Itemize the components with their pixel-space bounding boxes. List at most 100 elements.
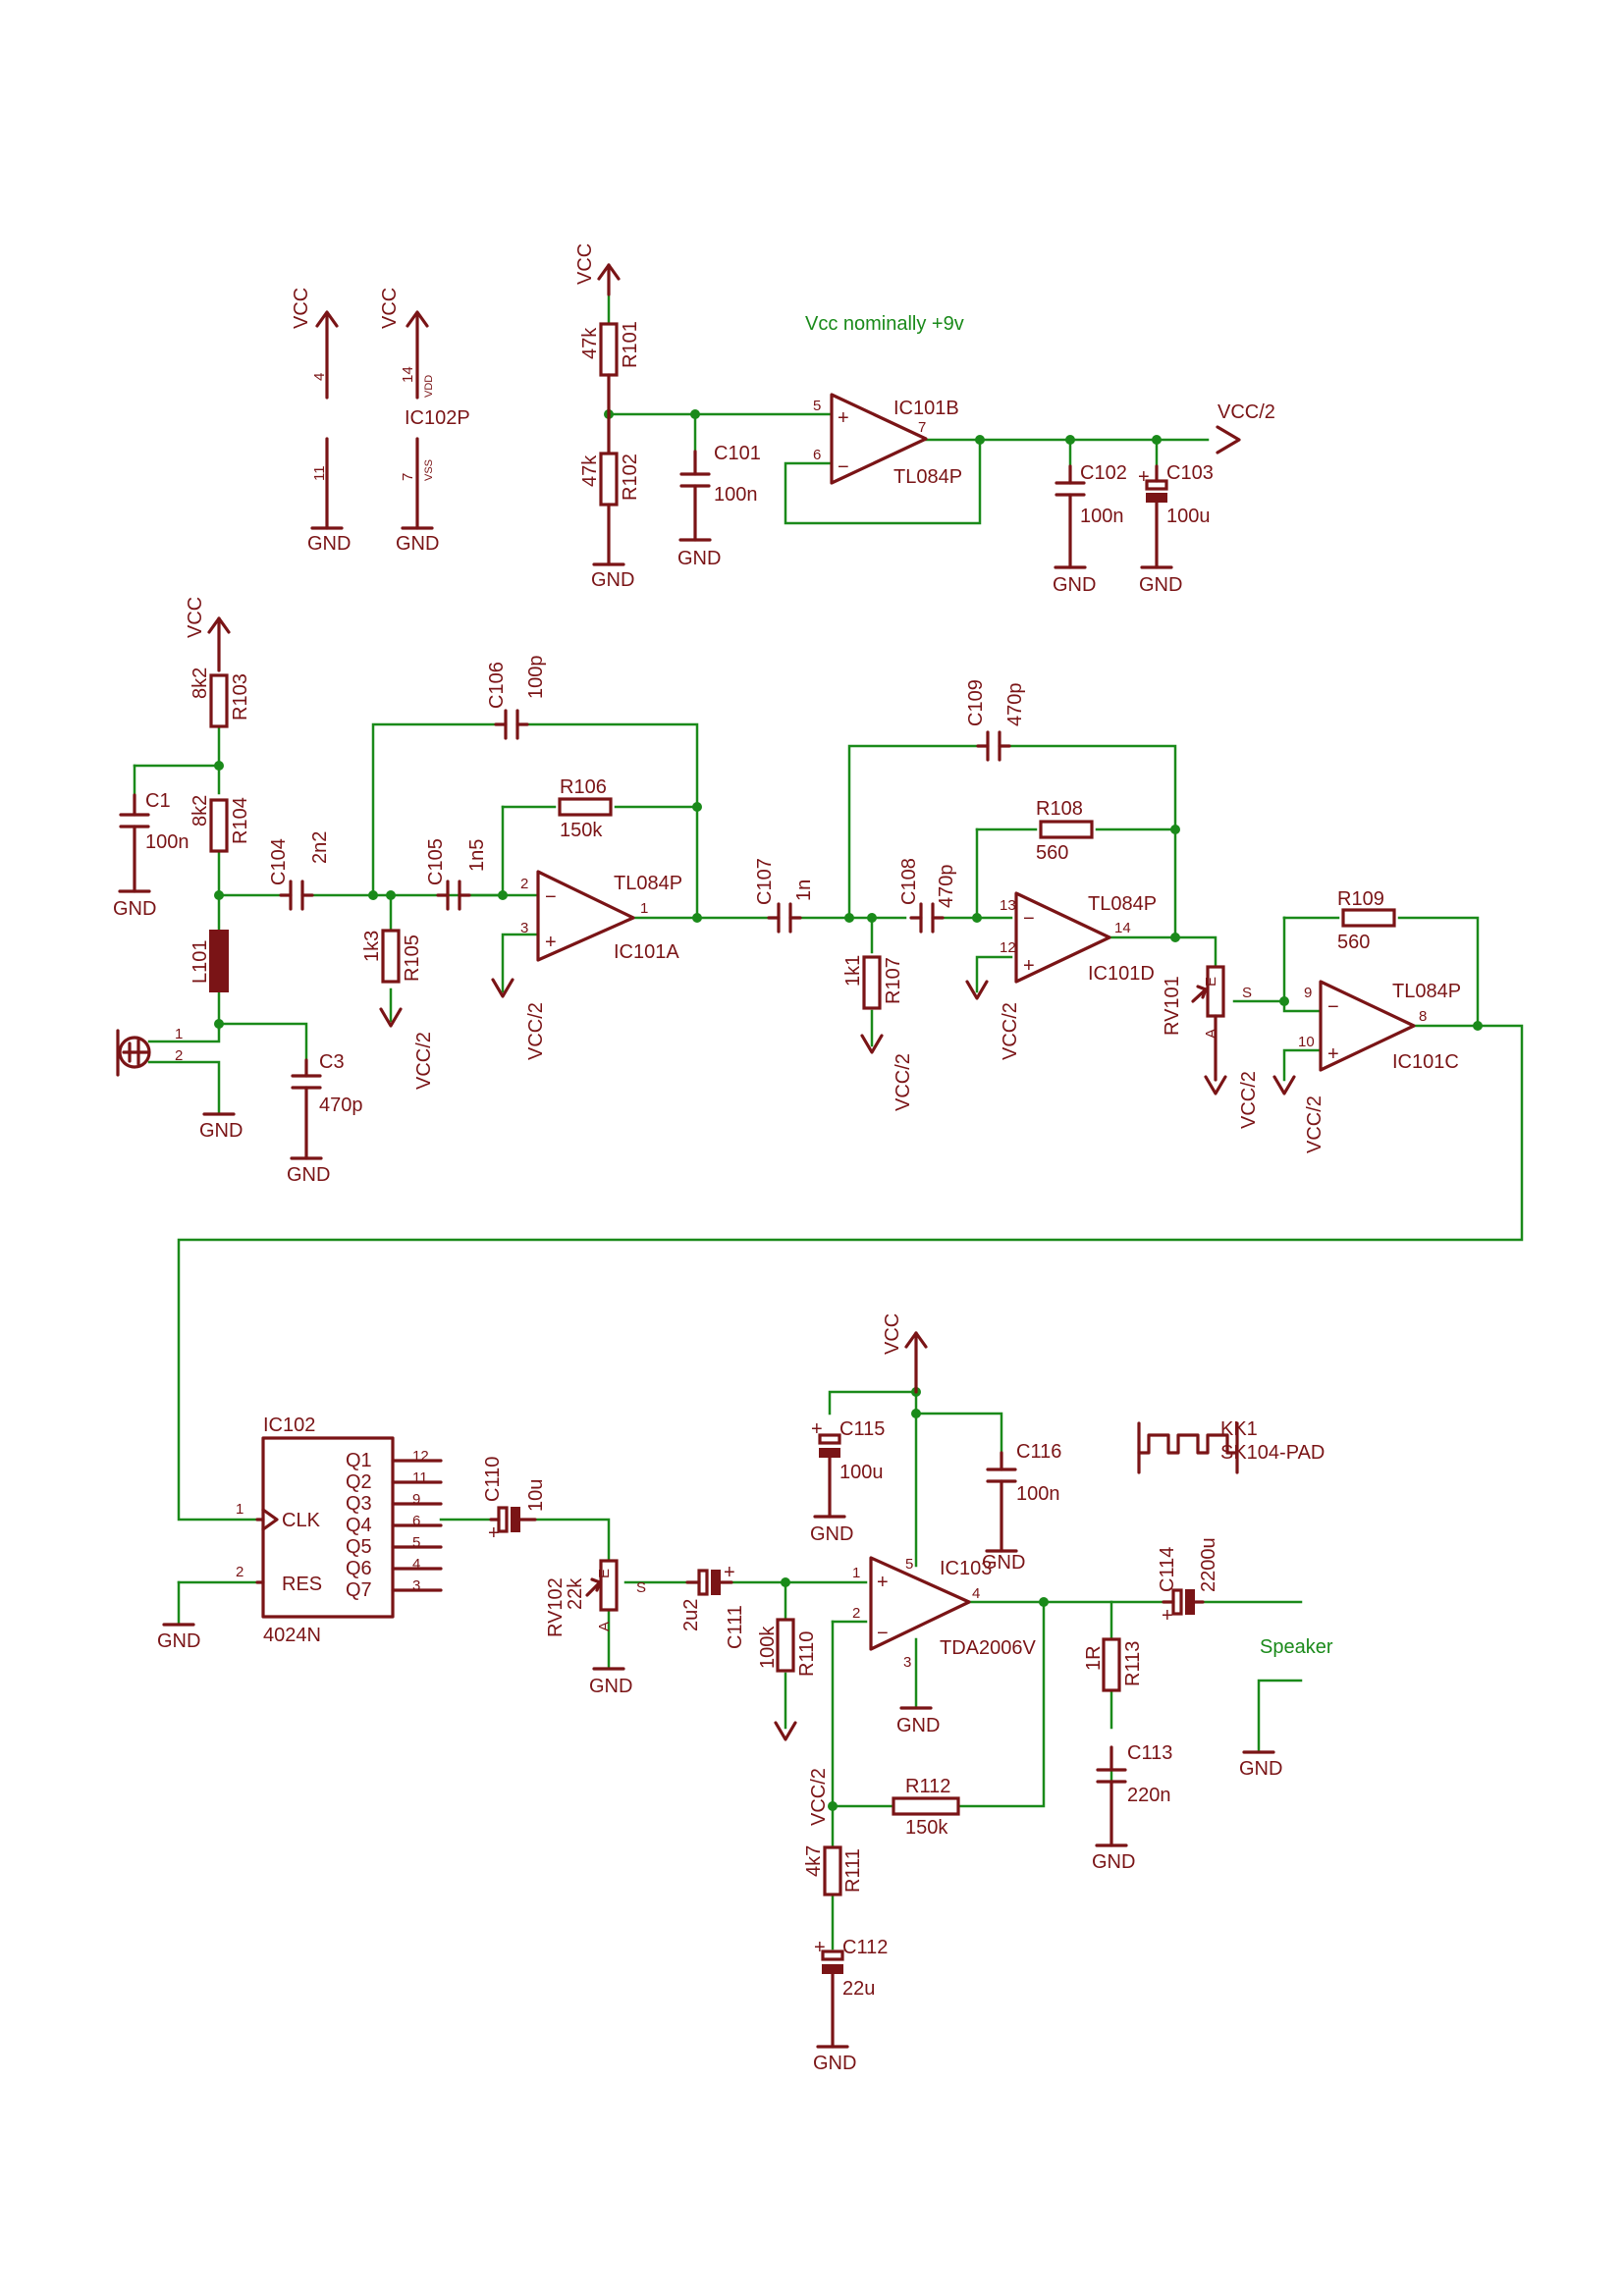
svg-text:100n: 100n — [714, 484, 758, 506]
svg-text:22u: 22u — [842, 1978, 875, 2000]
svg-text:470p: 470p — [319, 1095, 363, 1116]
svg-text:E: E — [1203, 977, 1219, 987]
r102-resistor — [599, 452, 619, 507]
svg-text:47k: 47k — [579, 327, 601, 359]
svg-text:C105: C105 — [425, 838, 447, 885]
ic102-output-label: Q2 — [346, 1471, 372, 1493]
svg-text:3: 3 — [903, 1654, 911, 1671]
svg-text:2: 2 — [852, 1605, 860, 1622]
svg-text:VCC/2: VCC/2 — [525, 1002, 547, 1060]
svg-text:8: 8 — [1419, 1008, 1427, 1025]
svg-text:3: 3 — [520, 920, 528, 936]
svg-text:RES: RES — [282, 1574, 322, 1595]
svg-text:C110: C110 — [482, 1457, 504, 1502]
svg-text:R112: R112 — [905, 1776, 950, 1797]
svg-text:GND: GND — [1053, 574, 1096, 596]
svg-text:GND: GND — [813, 2053, 856, 2074]
svg-text:VSS: VSS — [423, 459, 435, 481]
svg-text:RV102: RV102 — [545, 1577, 567, 1637]
svg-text:2: 2 — [236, 1564, 243, 1580]
svg-text:100n: 100n — [1080, 506, 1124, 527]
svg-text:−: − — [545, 886, 557, 908]
svg-text:C113: C113 — [1127, 1742, 1172, 1764]
svg-text:A: A — [1203, 1029, 1219, 1039]
svg-text:GND: GND — [199, 1120, 243, 1142]
svg-text:11: 11 — [311, 465, 328, 481]
ic102p-name: IC102P — [405, 407, 470, 429]
svg-text:C1: C1 — [145, 790, 171, 812]
svg-text:VCC: VCC — [379, 288, 401, 329]
svg-text:R110: R110 — [796, 1631, 818, 1677]
svg-text:R101: R101 — [620, 321, 641, 368]
svg-text:−: − — [838, 456, 849, 478]
ic101d-name: IC101D — [1088, 963, 1155, 985]
svg-text:C108: C108 — [898, 858, 920, 905]
ic102-output-label: Q5 — [346, 1536, 372, 1558]
ic102-output-label: Q6 — [346, 1558, 372, 1579]
svg-text:9: 9 — [1304, 985, 1312, 1001]
svg-text:1R: 1R — [1083, 1645, 1105, 1671]
svg-text:VCC/2: VCC/2 — [1304, 1095, 1325, 1153]
svg-text:7: 7 — [918, 419, 926, 436]
svg-text:R111: R111 — [842, 1848, 864, 1893]
svg-text:+: + — [1162, 1605, 1173, 1627]
svg-text:12: 12 — [1000, 939, 1016, 956]
ic102-output-label: Q4 — [346, 1515, 372, 1536]
svg-text:C3: C3 — [319, 1051, 345, 1073]
svg-text:150k: 150k — [560, 820, 603, 841]
svg-text:10u: 10u — [525, 1479, 547, 1512]
svg-text:100n: 100n — [1016, 1483, 1060, 1505]
svg-text:13: 13 — [1000, 897, 1016, 914]
svg-text:1: 1 — [236, 1501, 243, 1518]
svg-text:R107: R107 — [883, 957, 904, 1004]
svg-text:TL084P: TL084P — [614, 873, 682, 894]
svg-text:1: 1 — [640, 900, 648, 917]
ic102p-power-pins: VCC 4 11 GND VCC 14 VDD IC102P 7 VSS GND — [291, 288, 470, 555]
svg-text:7: 7 — [400, 473, 416, 481]
vcc-note: Vcc nominally +9v — [805, 313, 964, 335]
svg-text:−: − — [1327, 996, 1339, 1018]
input-stage: VCC 8k2 R103 8k2 R104 C1 100n GND L101 1… — [113, 597, 1461, 1186]
svg-text:E: E — [596, 1569, 613, 1578]
svg-text:100n: 100n — [145, 831, 189, 853]
svg-text:2: 2 — [175, 1047, 183, 1064]
svg-text:VCC: VCC — [185, 597, 206, 638]
svg-text:470p: 470p — [1004, 683, 1026, 727]
svg-text:GND: GND — [157, 1630, 200, 1652]
junctions — [214, 409, 1483, 1811]
ic102-output-pin: 4 — [412, 1556, 420, 1573]
svg-text:14: 14 — [1114, 920, 1131, 936]
svg-text:C106: C106 — [486, 662, 508, 709]
svg-text:560: 560 — [1036, 842, 1068, 864]
svg-text:GND: GND — [1139, 574, 1182, 596]
svg-text:22k: 22k — [565, 1577, 586, 1610]
svg-text:VCC: VCC — [574, 243, 596, 285]
ic102-output-pin: 5 — [412, 1534, 420, 1551]
svg-text:100u: 100u — [1166, 506, 1211, 527]
l101-inductor — [209, 930, 229, 992]
svg-text:10: 10 — [1298, 1034, 1315, 1050]
svg-text:RV101: RV101 — [1162, 976, 1183, 1036]
ic102-output-pin: 9 — [412, 1491, 420, 1508]
svg-text:TL084P: TL084P — [893, 466, 962, 488]
svg-text:+: + — [545, 932, 557, 953]
svg-text:C111: C111 — [725, 1605, 746, 1649]
svg-text:GND: GND — [896, 1715, 940, 1736]
svg-text:47k: 47k — [579, 454, 601, 487]
svg-text:4: 4 — [311, 373, 328, 381]
r101-resistor — [599, 322, 619, 377]
svg-text:VCC/2: VCC/2 — [1000, 1002, 1021, 1060]
svg-text:R104: R104 — [230, 797, 251, 844]
svg-text:+: + — [814, 1937, 826, 1958]
ic103-name: IC103 — [940, 1558, 992, 1579]
svg-text:+: + — [724, 1562, 735, 1583]
svg-text:C102: C102 — [1080, 462, 1127, 484]
svg-text:4024N: 4024N — [263, 1625, 321, 1646]
svg-text:R106: R106 — [560, 776, 607, 798]
svg-text:5: 5 — [905, 1556, 913, 1573]
svg-text:R109: R109 — [1337, 888, 1384, 910]
bias-section: VCC 47k R101 47k R102 GND C101 100n GND … — [574, 243, 1275, 596]
svg-text:SK104-PAD: SK104-PAD — [1220, 1442, 1325, 1464]
svg-text:100u: 100u — [839, 1462, 884, 1483]
svg-text:1k3: 1k3 — [361, 931, 383, 962]
